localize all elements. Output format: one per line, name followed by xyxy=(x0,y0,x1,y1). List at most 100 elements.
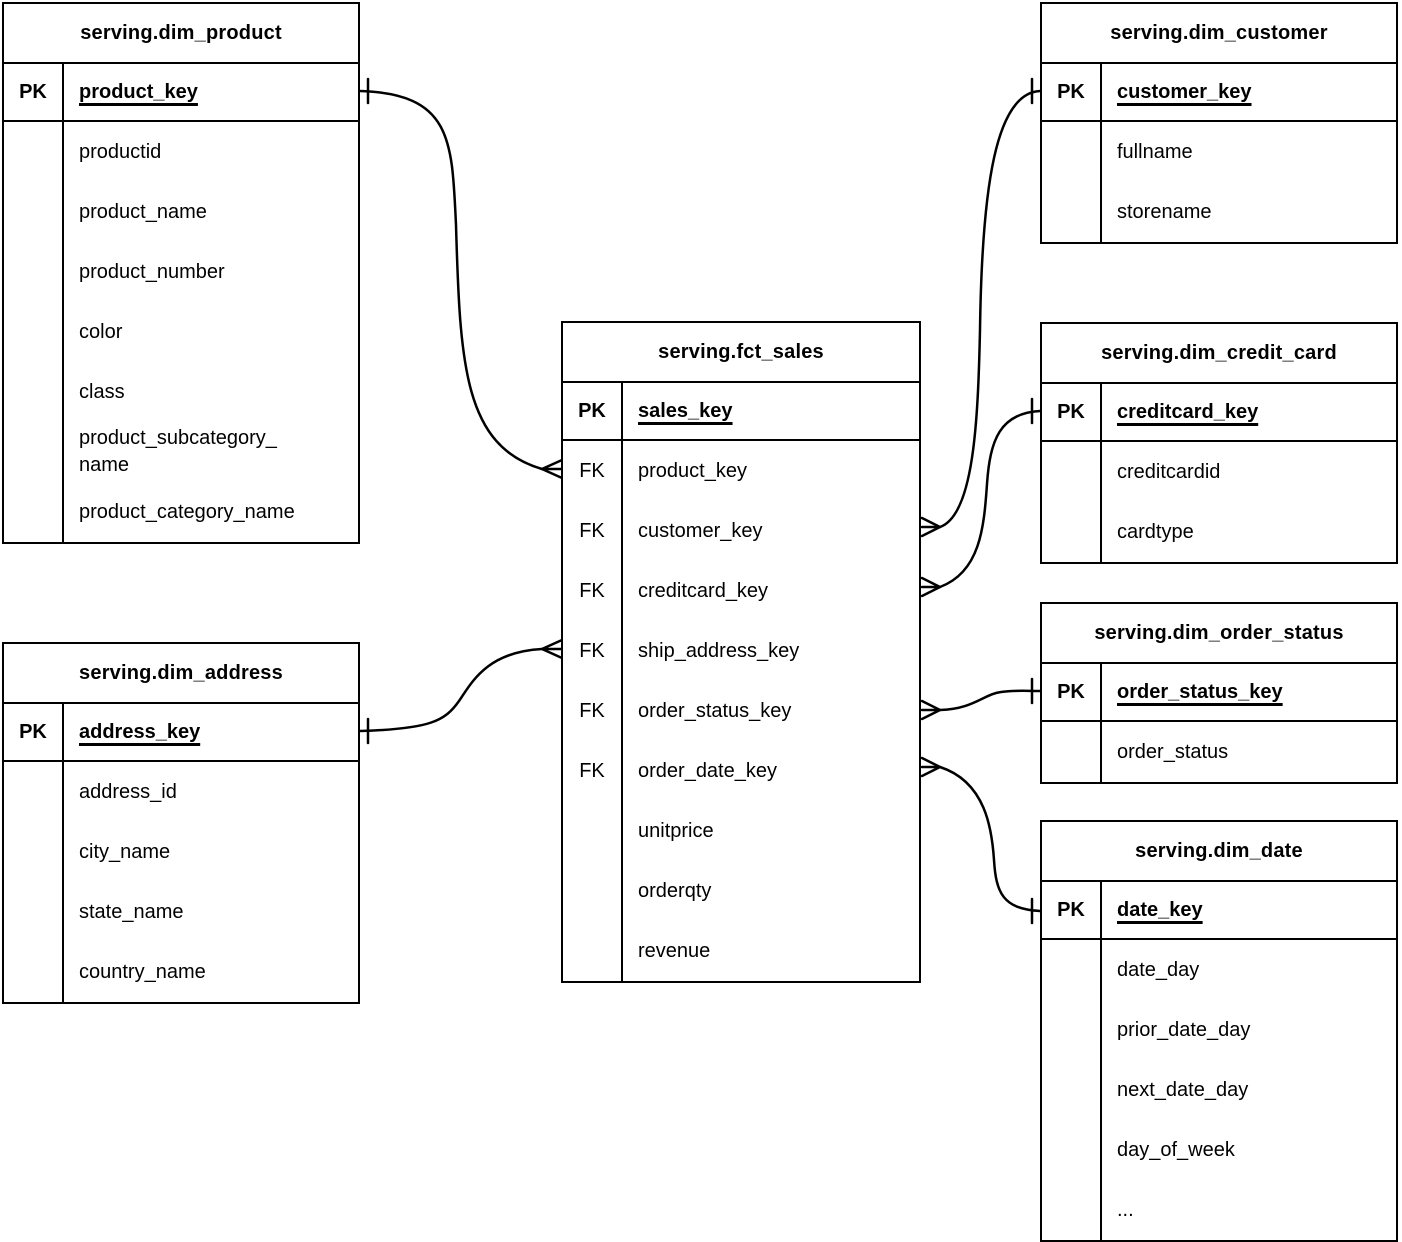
connector-customer-line xyxy=(938,89,1042,529)
field-row: fullname xyxy=(1042,122,1396,182)
field-name: day_of_week xyxy=(1117,1138,1235,1161)
field-row: class xyxy=(4,362,358,422)
fk-tag: FK xyxy=(563,741,623,801)
fk-tag: FK xyxy=(563,561,623,621)
crows-foot-ship-address-icon xyxy=(540,638,564,660)
field-name: ship_address_key xyxy=(638,639,800,662)
pk-field: order_status_key xyxy=(1117,680,1283,703)
field-name: productid xyxy=(79,140,162,163)
pk-field: sales_key xyxy=(638,399,733,422)
field-row: color xyxy=(4,302,358,362)
table-title: serving.dim_customer xyxy=(1042,4,1396,64)
field-name: product_subcategory_ name xyxy=(79,427,277,476)
connector-creditcard-line xyxy=(938,409,1042,589)
pk-row: PK sales_key xyxy=(563,383,919,441)
connector-order-status-line xyxy=(938,689,1042,712)
field-row: product_number xyxy=(4,242,358,302)
field-name: next_date_day xyxy=(1117,1078,1249,1101)
pk-tag: PK xyxy=(1042,882,1102,938)
pk-tag: PK xyxy=(1042,64,1102,120)
table-dim-product[interactable]: serving.dim_product PK product_key produ… xyxy=(2,2,360,544)
connector-product-line xyxy=(358,89,544,471)
crows-foot-product-icon xyxy=(540,458,564,480)
field-name: product_name xyxy=(79,200,207,223)
connector-order-status xyxy=(920,677,1042,721)
connector-order-date-line xyxy=(938,765,1042,913)
pk-field: date_key xyxy=(1117,898,1203,921)
connector-product xyxy=(358,77,564,480)
field-row: revenue xyxy=(563,921,919,981)
field-name: ... xyxy=(1117,1198,1134,1221)
table-fct-sales[interactable]: serving.fct_sales PK sales_key FK product… xyxy=(561,321,921,983)
pk-field: customer_key xyxy=(1117,80,1252,103)
field-row: next_date_day xyxy=(1042,1060,1396,1120)
pk-row: PK customer_key xyxy=(1042,64,1396,122)
field-row: day_of_week xyxy=(1042,1120,1396,1180)
fk-tag: FK xyxy=(563,441,623,501)
field-row: ... xyxy=(1042,1180,1396,1240)
pk-row: PK date_key xyxy=(1042,882,1396,940)
field-row: creditcardid xyxy=(1042,442,1396,502)
field-name: revenue xyxy=(638,939,711,962)
table-dim-order-status[interactable]: serving.dim_order_status PK order_status… xyxy=(1040,602,1398,784)
field-name: fullname xyxy=(1117,140,1193,163)
field-name: class xyxy=(79,380,125,403)
fk-tag xyxy=(563,801,623,861)
crows-foot-customer-icon xyxy=(920,516,942,538)
field-row: city_name xyxy=(4,822,358,882)
field-row: cardtype xyxy=(1042,502,1396,562)
pk-tag: PK xyxy=(4,64,64,120)
table-dim-address[interactable]: serving.dim_address PK address_key addre… xyxy=(2,642,360,1004)
pk-field: product_key xyxy=(79,80,198,103)
field-name: product_category_name xyxy=(79,500,295,523)
fk-tag xyxy=(563,861,623,921)
field-name: city_name xyxy=(79,840,171,863)
pk-tag: PK xyxy=(4,704,64,760)
field-name: state_name xyxy=(79,900,184,923)
field-name: product_key xyxy=(638,459,747,482)
field-row: product_name xyxy=(4,182,358,242)
field-name: order_status_key xyxy=(638,699,792,722)
field-row: product_category_name xyxy=(4,482,358,542)
field-name: address_id xyxy=(79,780,177,803)
pk-row: PK product_key xyxy=(4,64,358,122)
connector-customer xyxy=(920,77,1042,538)
field-name: creditcard_key xyxy=(638,579,769,602)
table-dim-date[interactable]: serving.dim_date PK date_key date_day pr… xyxy=(1040,820,1398,1242)
table-title: serving.fct_sales xyxy=(563,323,919,383)
fk-tag: FK xyxy=(563,681,623,741)
field-row: order_status xyxy=(1042,722,1396,782)
field-row: FK product_key xyxy=(563,441,919,501)
field-row: state_name xyxy=(4,882,358,942)
field-row: address_id xyxy=(4,762,358,822)
field-row: unitprice xyxy=(563,801,919,861)
table-title: serving.dim_product xyxy=(4,4,358,64)
pk-row: PK creditcard_key xyxy=(1042,384,1396,442)
field-row: storename xyxy=(1042,182,1396,242)
pk-tag: PK xyxy=(1042,384,1102,440)
field-name: country_name xyxy=(79,960,206,983)
field-row: date_day xyxy=(1042,940,1396,1000)
pk-field: address_key xyxy=(79,720,201,743)
field-row: country_name xyxy=(4,942,358,1002)
field-name: prior_date_day xyxy=(1117,1018,1251,1041)
table-dim-customer[interactable]: serving.dim_customer PK customer_key ful… xyxy=(1040,2,1398,244)
table-title: serving.dim_order_status xyxy=(1042,604,1396,664)
connector-creditcard xyxy=(920,397,1042,598)
field-name: customer_key xyxy=(638,519,763,542)
field-name: cardtype xyxy=(1117,520,1194,543)
field-name: order_status xyxy=(1117,740,1229,763)
table-title: serving.dim_address xyxy=(4,644,358,704)
field-name: orderqty xyxy=(638,879,712,902)
field-name: date_day xyxy=(1117,958,1200,981)
field-row: FK creditcard_key xyxy=(563,561,919,621)
crows-foot-creditcard-icon xyxy=(920,576,942,598)
field-name: creditcardid xyxy=(1117,460,1221,483)
table-dim-credit-card[interactable]: serving.dim_credit_card PK creditcard_ke… xyxy=(1040,322,1398,564)
field-name: product_number xyxy=(79,260,225,283)
field-row: orderqty xyxy=(563,861,919,921)
